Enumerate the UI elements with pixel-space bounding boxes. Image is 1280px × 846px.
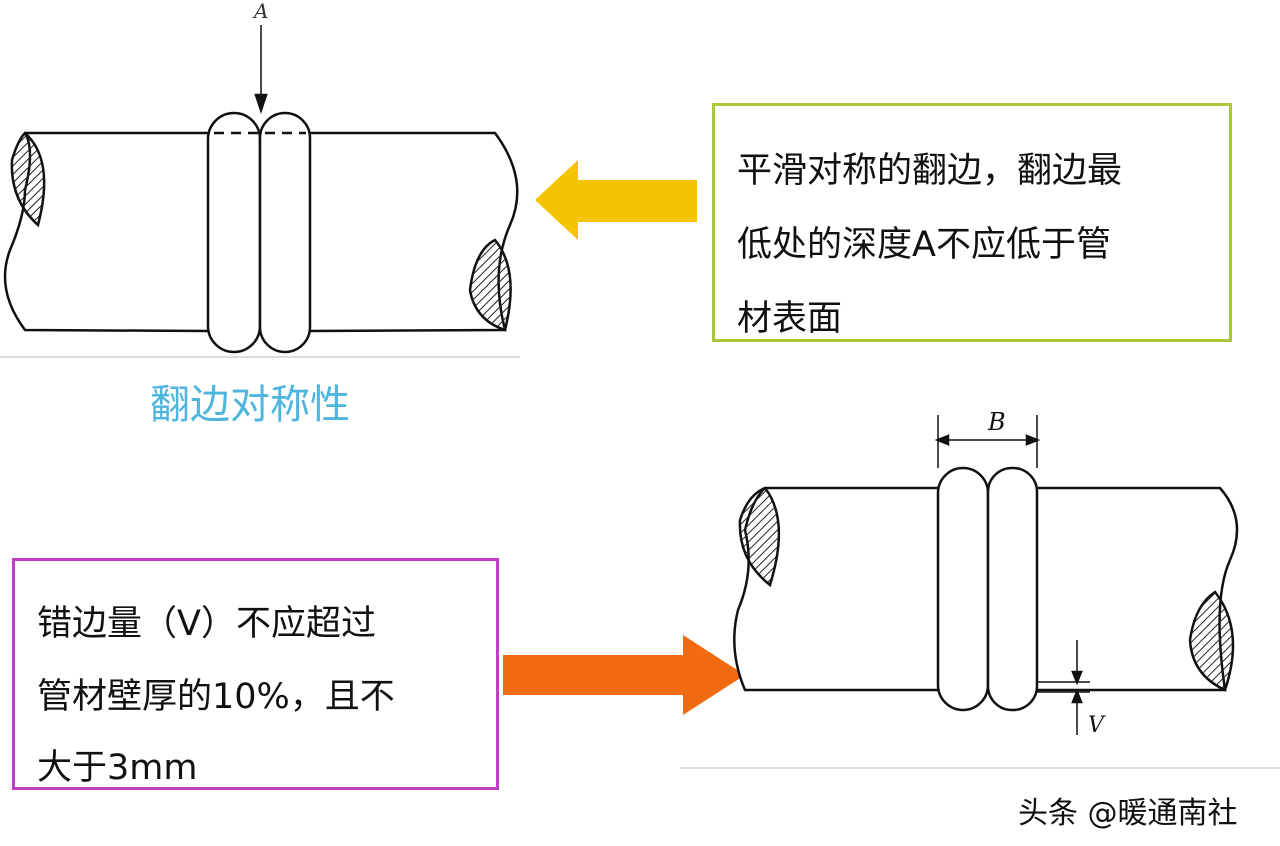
- top-diagram-caption: 翻边对称性: [150, 382, 350, 428]
- right-pipe-end-icon: [468, 238, 512, 332]
- bottom-pipe-drawing: [733, 415, 1239, 735]
- note-line: 材表面: [737, 299, 843, 339]
- dimension-b-label: B: [987, 408, 1006, 436]
- left-pipe-end-icon: [10, 131, 46, 228]
- orange-arrow-right-icon: [503, 635, 745, 715]
- watermark: 头条 @暖通南社: [1018, 796, 1238, 831]
- yellow-arrow-left-icon: [535, 160, 697, 240]
- note-line: 大于3mm: [37, 748, 198, 788]
- note-line: 管材壁厚的10%，且不: [37, 677, 395, 717]
- note-line: 错边量（V）不应超过: [37, 604, 376, 644]
- misalignment-note: 错边量（V）不应超过 管材壁厚的10%，且不 大于3mm: [12, 558, 499, 790]
- right-pipe-end-icon: [1188, 590, 1235, 692]
- note-line: 低处的深度A不应低于管: [737, 225, 1111, 265]
- note-line: 平滑对称的翻边，翻边最: [737, 151, 1123, 191]
- left-pipe-end-icon: [738, 486, 781, 588]
- flange-symmetry-note: 平滑对称的翻边，翻边最 低处的深度A不应低于管 材表面: [712, 103, 1232, 342]
- dimension-a-label: A: [252, 0, 268, 23]
- offset-v-label: V: [1088, 713, 1106, 738]
- top-pipe-drawing: [3, 25, 519, 354]
